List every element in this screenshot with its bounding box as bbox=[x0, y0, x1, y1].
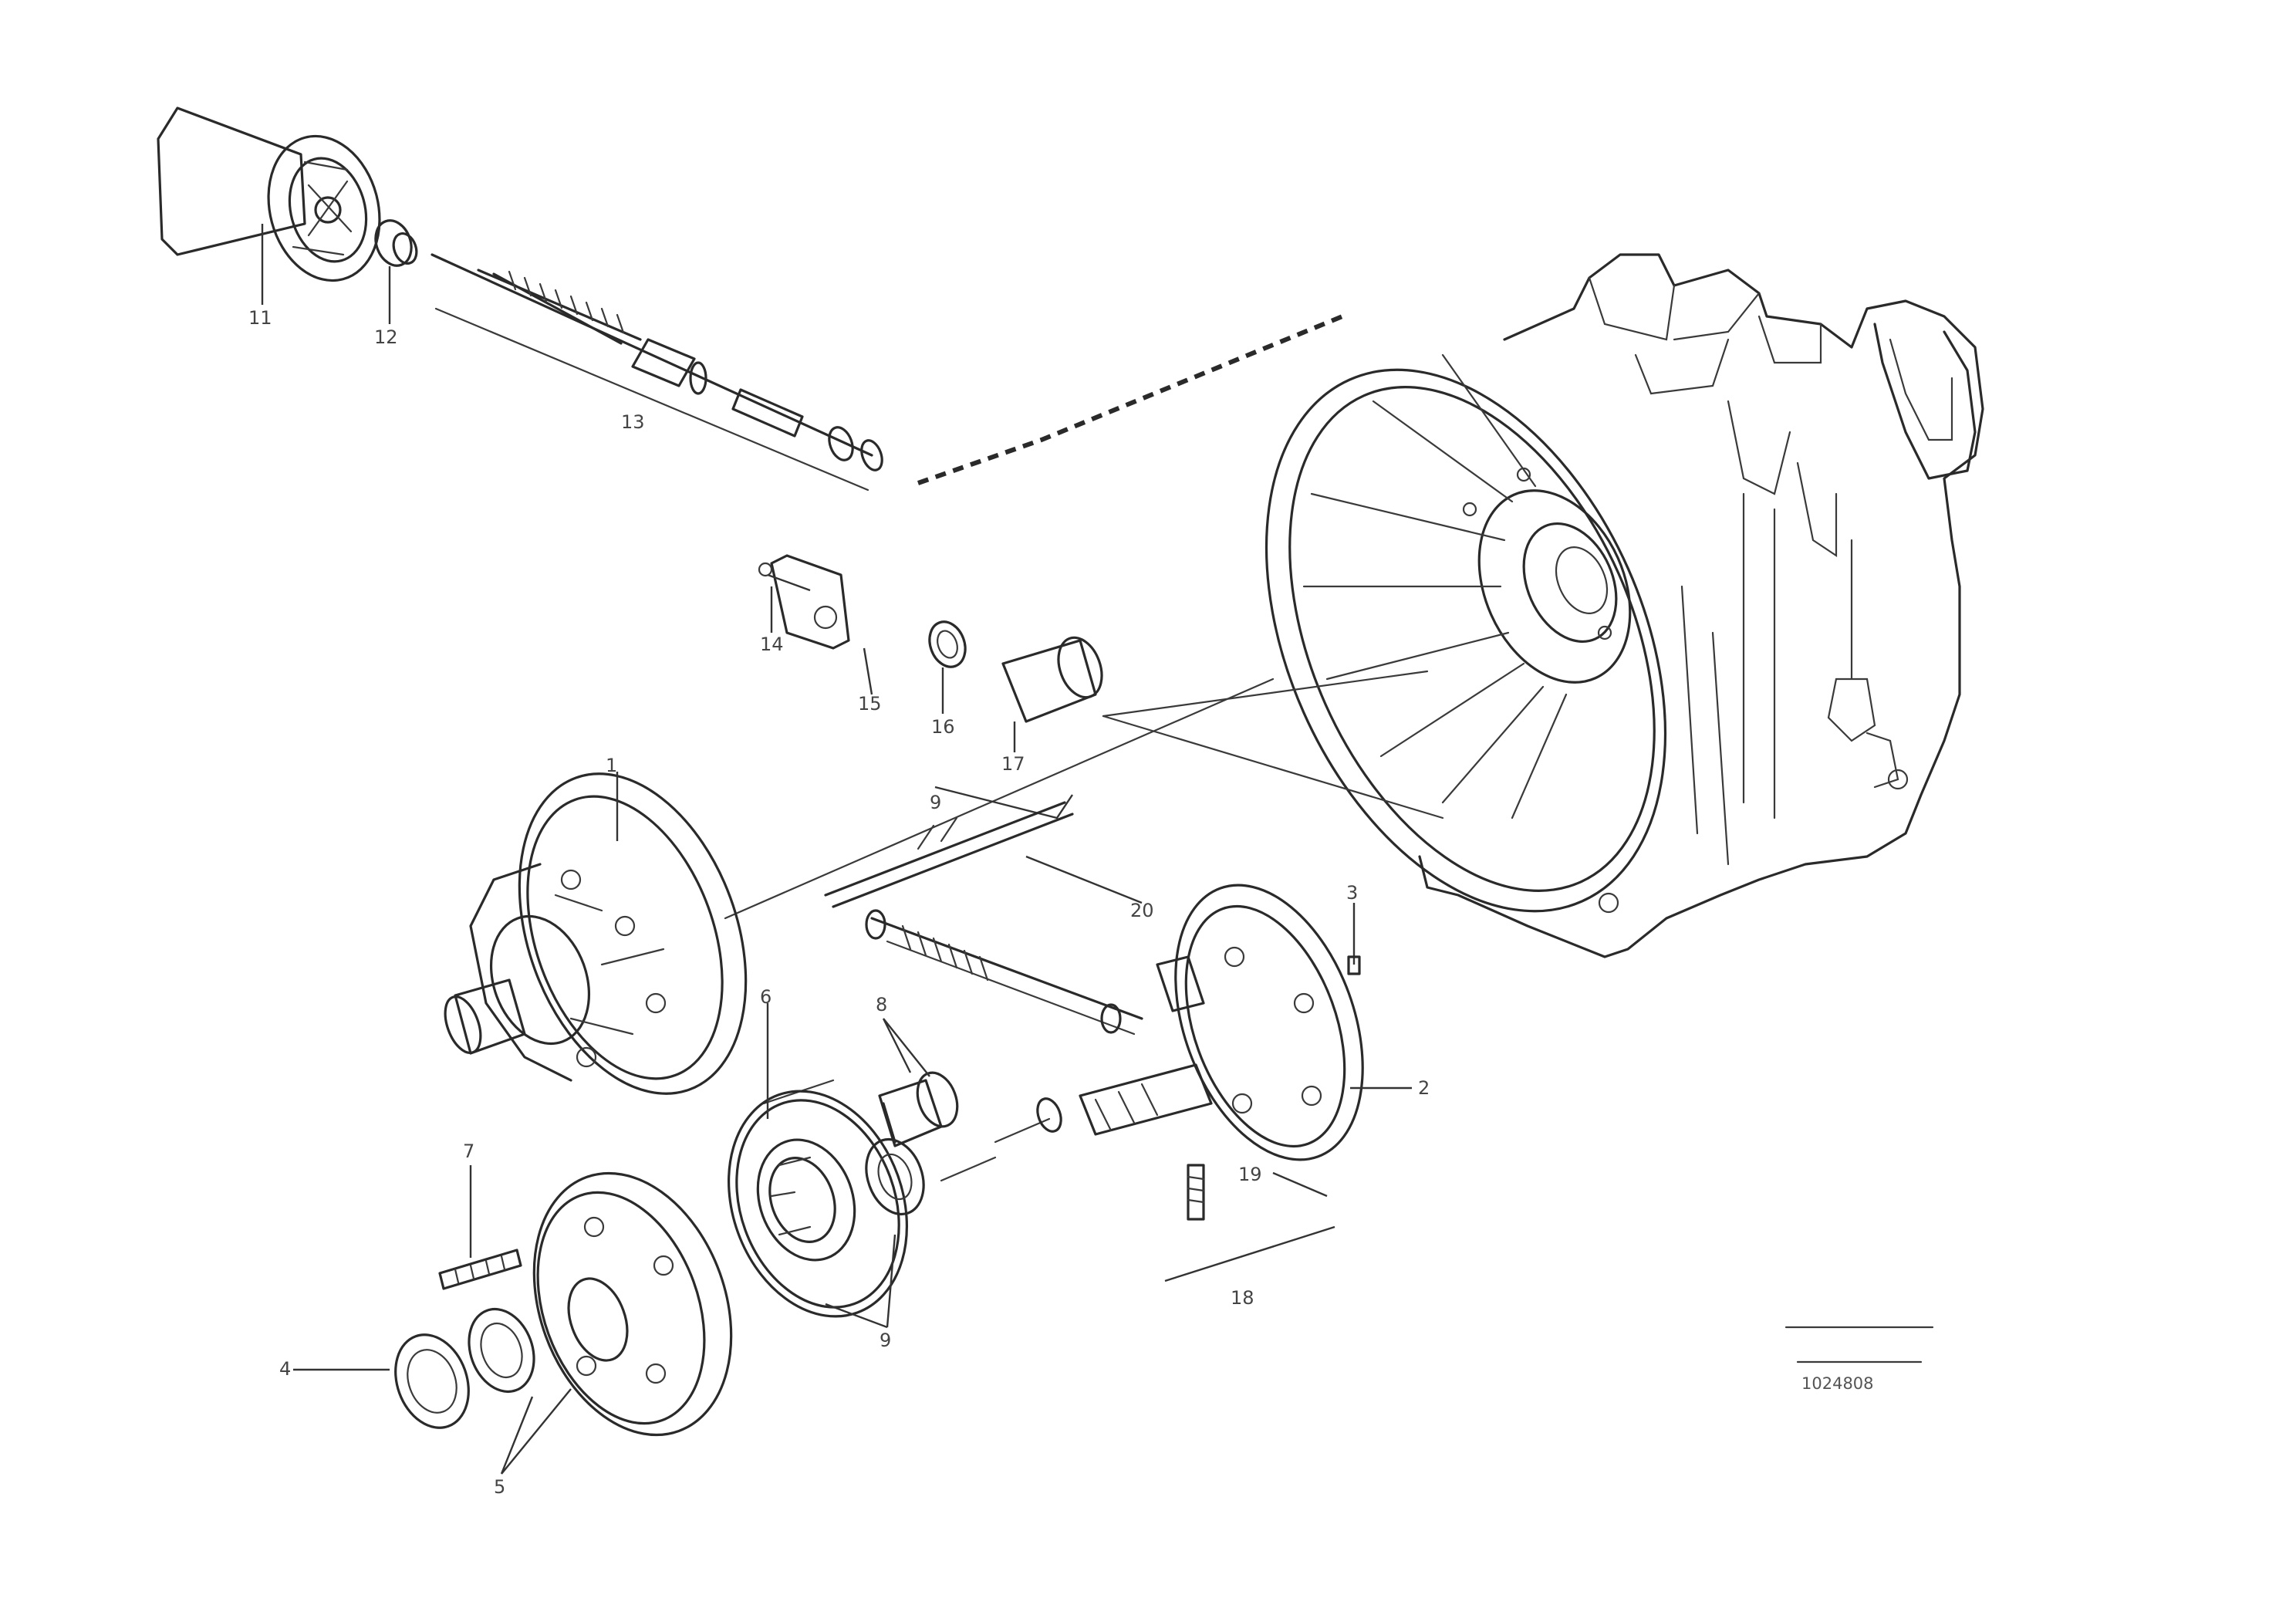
reference-code: 1024808 bbox=[1801, 1374, 1874, 1393]
pump-housing-lower bbox=[293, 1165, 733, 1475]
reference-lines bbox=[724, 314, 1444, 1182]
callout-17: 17 bbox=[1001, 753, 1025, 775]
callout-13: 13 bbox=[621, 411, 645, 433]
oil-filter-assembly bbox=[157, 106, 883, 492]
callout-20: 20 bbox=[1130, 900, 1154, 921]
callout-9b: 9 bbox=[880, 1330, 891, 1351]
callout-16: 16 bbox=[931, 716, 955, 738]
callout-19: 19 bbox=[1238, 1164, 1262, 1185]
callout-7: 7 bbox=[463, 1140, 474, 1162]
callout-14: 14 bbox=[760, 634, 784, 655]
gear-set bbox=[728, 1003, 959, 1329]
callout-11: 11 bbox=[248, 307, 272, 329]
pump-housing-upper bbox=[444, 772, 748, 1095]
callout-2: 2 bbox=[1418, 1077, 1430, 1099]
callout-1: 1 bbox=[606, 755, 617, 776]
reference-code-block: 1024808 bbox=[1784, 1326, 1934, 1393]
callout-5: 5 bbox=[494, 1476, 505, 1498]
callout-18: 18 bbox=[1231, 1287, 1254, 1309]
callout-9a: 9 bbox=[930, 792, 941, 813]
callout-15: 15 bbox=[858, 693, 882, 715]
callout-8: 8 bbox=[876, 994, 887, 1015]
valve-parts bbox=[758, 554, 1143, 1036]
screws-right bbox=[1164, 903, 1361, 1282]
callout-12: 12 bbox=[374, 326, 398, 348]
pump-cover-right bbox=[1036, 884, 1412, 1161]
callout-3: 3 bbox=[1346, 882, 1358, 904]
callout-4: 4 bbox=[279, 1358, 291, 1380]
callout-6: 6 bbox=[760, 986, 772, 1008]
transmission-housing bbox=[1264, 253, 1984, 958]
callout-labels: 1 2 3 4 5 6 7 8 9 9 11 12 13 14 15 16 17… bbox=[248, 307, 1430, 1498]
